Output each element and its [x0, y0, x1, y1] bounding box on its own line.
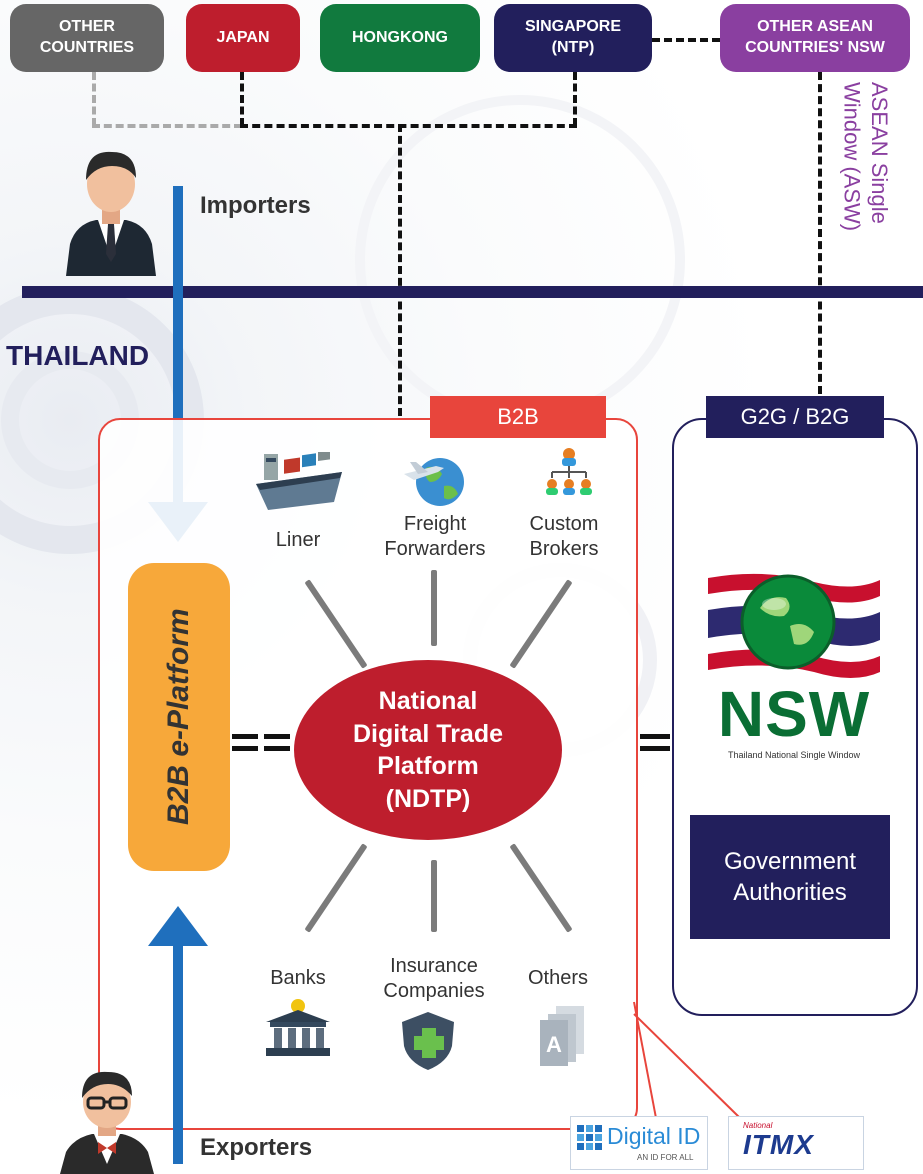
spoke-insurance	[431, 860, 437, 932]
connector-japan	[240, 72, 244, 126]
svg-text:A: A	[546, 1032, 562, 1057]
platform-ndtp-link	[232, 734, 290, 752]
ndtp-label: National Digital Trade Platform (NDTP)	[352, 687, 504, 813]
globe-plane-icon	[404, 458, 464, 506]
globe-icon	[740, 574, 836, 670]
importer-avatar-icon	[66, 151, 156, 276]
digital-id-mark-icon	[577, 1125, 602, 1150]
country-other-asean: OTHER ASEAN COUNTRIES' NSW	[720, 4, 910, 72]
ndtp-g2g-link	[640, 734, 670, 752]
document-stack-icon: A	[540, 1006, 584, 1066]
connector-singapore-asean	[652, 38, 720, 42]
government-authorities-box: Government Authorities	[690, 815, 890, 939]
country-japan: JAPAN	[186, 4, 300, 72]
exporter-avatar-icon	[60, 1071, 154, 1174]
insurance-label: Insurance Companies	[383, 955, 485, 1002]
ship-icon	[256, 452, 342, 510]
shield-icon	[402, 1012, 454, 1070]
export-arrow-head-icon	[148, 906, 208, 946]
connector-partners	[633, 1001, 741, 1119]
banks-label: Banks	[270, 967, 326, 989]
country-singapore: SINGAPORE (NTP)	[494, 4, 652, 72]
thailand-border-line	[22, 286, 923, 298]
freight-forwarders-label: Freight Forwarders	[384, 513, 486, 560]
b2b-e-platform-box	[128, 563, 230, 871]
b2b-e-platform-label: B2B e-Platform	[162, 608, 195, 826]
nsw-subtitle: Thailand National Single Window	[727, 750, 861, 760]
org-chart-icon	[546, 448, 592, 495]
connector-other-countries	[92, 72, 96, 126]
connector-black-horizontal	[240, 124, 577, 128]
itmx-small-text: National	[743, 1121, 773, 1130]
connector-singapore	[573, 72, 577, 126]
others-label: Others	[527, 967, 589, 989]
custom-brokers-label: Custom Brokers	[529, 513, 599, 560]
importers-label: Importers	[200, 192, 311, 219]
exporters-label: Exporters	[200, 1134, 313, 1161]
country-hongkong: HONGKONG	[320, 4, 480, 72]
digital-id-name: Digital ID	[607, 1123, 701, 1149]
bank-icon	[266, 999, 330, 1056]
export-arrow-shaft	[173, 944, 183, 1164]
connector-asean-to-g2g	[818, 72, 822, 394]
nsw-logo-text: NSW	[717, 678, 871, 750]
country-other-countries: OTHER COUNTRIES	[10, 4, 164, 72]
ndtp-ellipse	[294, 660, 562, 840]
g2g-tag: G2G / B2G	[706, 396, 884, 438]
import-arrow-shaft	[173, 186, 183, 504]
connector-to-ndtp	[398, 124, 402, 416]
thailand-label: THAILAND	[6, 340, 150, 371]
spoke-freight	[431, 570, 437, 646]
digital-id-logo: Digital ID AN ID FOR ALL	[570, 1116, 708, 1170]
itmx-name: ITMX	[743, 1129, 814, 1160]
digital-id-tagline: AN ID FOR ALL	[637, 1153, 694, 1162]
b2b-tag: B2B	[430, 396, 606, 438]
itmx-logo: National ITMX	[728, 1116, 864, 1170]
connector-grey-horizontal	[92, 124, 242, 128]
liner-label: Liner	[275, 529, 321, 551]
asw-label: ASEAN Single Window (ASW)	[839, 82, 893, 232]
